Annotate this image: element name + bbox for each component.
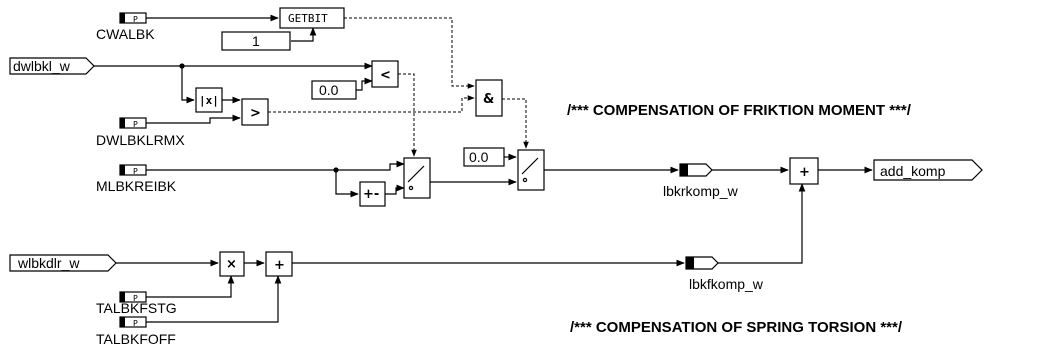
switch-block-1 — [403, 157, 431, 199]
svg-text:|x|: |x| — [199, 94, 219, 107]
svg-text:MLBKREIBK: MLBKREIBK — [96, 178, 177, 194]
parameter-cwalbk: P CWALBK — [96, 12, 155, 42]
svg-text:+-: +- — [363, 187, 379, 202]
svg-text:0.0: 0.0 — [469, 149, 489, 165]
boolean-wires — [268, 17, 529, 157]
input-port-wlbkdlr: wlbkdlr_w — [9, 254, 117, 272]
add-block-2: + — [789, 157, 819, 185]
constant-lt: 0.0 — [311, 80, 357, 100]
getbit-block: GETBIT — [279, 7, 345, 29]
svg-text:CWALBK: CWALBK — [96, 26, 155, 42]
lt-block: < — [371, 60, 399, 88]
negate-block: +- — [359, 181, 386, 207]
svg-text:lbkrkomp_w: lbkrkomp_w — [663, 183, 739, 199]
abs-block: |x| — [195, 87, 223, 113]
signal-lbkrkomp: lbkrkomp_w — [663, 163, 739, 199]
parameter-dwlbklrmx: P DWLBKLRMX — [96, 117, 185, 148]
input-port-dwlbkl: dwlbkl_w — [9, 57, 95, 75]
signal-lbkfkomp: lbkfkomp_w — [685, 256, 764, 292]
add-block-1: + — [265, 251, 293, 277]
svg-text:P: P — [133, 319, 138, 328]
parameter-talbkfoff: P TALBKFOFF — [96, 316, 176, 347]
svg-text:DWLBKLRMX: DWLBKLRMX — [96, 132, 185, 148]
svg-text:+: + — [799, 165, 810, 180]
constant-getbit-bit: 1 — [221, 31, 291, 51]
svg-text:TALBKFOFF: TALBKFOFF — [96, 331, 176, 347]
svg-text:add_komp: add_komp — [880, 163, 946, 179]
svg-text:GETBIT: GETBIT — [288, 12, 328, 25]
svg-text:lbkfkomp_w: lbkfkomp_w — [689, 276, 764, 292]
svg-text:0.0: 0.0 — [319, 82, 339, 98]
signal-wires — [93, 14, 873, 323]
svg-text:P: P — [133, 120, 138, 129]
comment-friction: /*** COMPENSATION OF FRIKTION MOMENT ***… — [567, 102, 912, 119]
svg-text:P: P — [133, 167, 138, 176]
svg-text:×: × — [226, 257, 237, 272]
constant-switch: 0.0 — [463, 147, 505, 167]
svg-text:<: < — [380, 68, 391, 83]
output-port-add-komp: add_komp — [873, 159, 983, 181]
svg-text:TALBKFSTG: TALBKFSTG — [96, 300, 177, 316]
parameter-mlbkreibk: P MLBKREIBK — [96, 164, 177, 194]
svg-text:1: 1 — [252, 33, 260, 49]
svg-text:>: > — [250, 106, 261, 121]
svg-text:wlbkdlr_w: wlbkdlr_w — [17, 255, 80, 271]
svg-text:+: + — [274, 258, 285, 273]
switch-block-2 — [517, 149, 545, 191]
svg-text:P: P — [133, 15, 138, 24]
and-block: & — [475, 79, 503, 117]
multiply-block: × — [219, 251, 245, 277]
svg-text:&: & — [483, 92, 494, 107]
gt-block: > — [241, 98, 269, 126]
svg-text:P: P — [133, 294, 138, 303]
svg-text:dwlbkl_w: dwlbkl_w — [13, 58, 71, 74]
comment-spring: /*** COMPENSATION OF SPRING TORSION ***/ — [570, 319, 903, 336]
parameter-talbkfstg: P TALBKFSTG — [96, 291, 177, 316]
